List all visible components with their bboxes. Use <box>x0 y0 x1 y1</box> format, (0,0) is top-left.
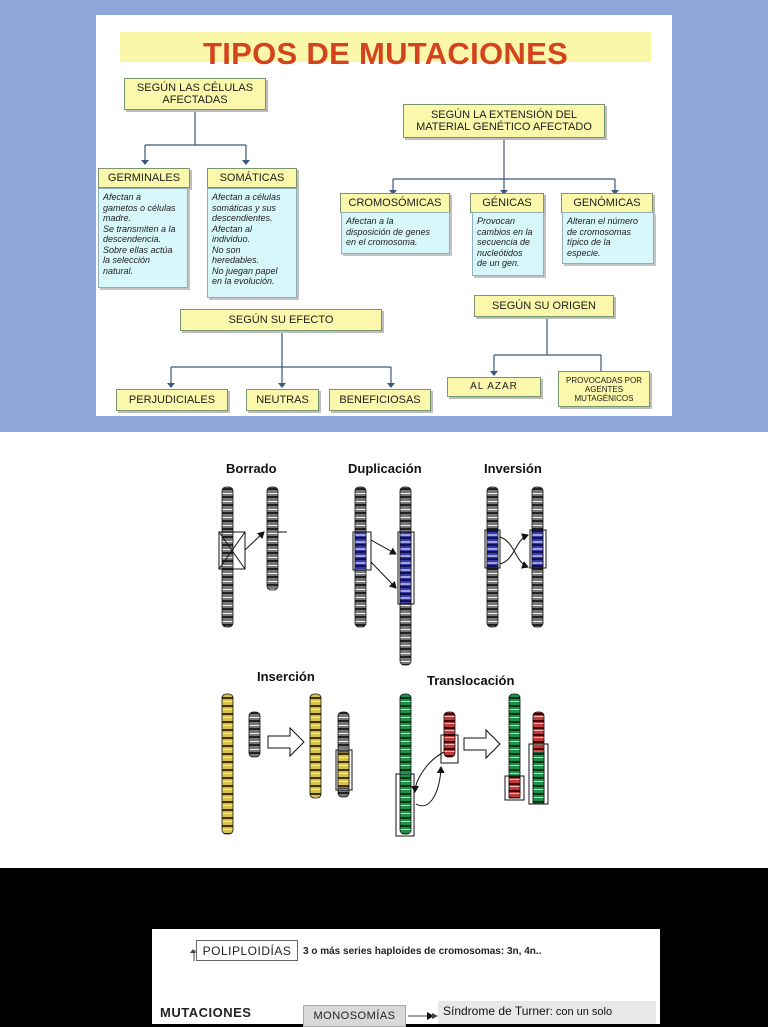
chromosome-segment <box>508 776 521 799</box>
label-duplicacion: Duplicación <box>348 461 422 476</box>
azar-node: AL AZAR <box>447 377 541 397</box>
cromosomicas-description: Afectan a la disposición de genes en el … <box>341 212 450 254</box>
cromosomicas-node: CROMOSÓMICAS <box>340 193 450 213</box>
beneficiosas-node: BENEFICIOSAS <box>329 389 431 411</box>
chromosome <box>248 711 261 758</box>
chromosome-mutations-slide <box>0 432 768 868</box>
chromosome-segment <box>337 751 350 789</box>
provocadas-node: PROVOCADAS POR AGENTES MUTAGÉNICOS <box>558 371 650 407</box>
label-insercion: Inserción <box>257 669 315 684</box>
somaticas-node: SOMÁTICAS <box>207 168 297 188</box>
by-cells-node: SEGÚN LAS CÉLULAS AFECTADAS <box>124 78 266 110</box>
genicas-description: Provocan cambios en la secuencia de nucl… <box>472 212 544 276</box>
chromosome-segment <box>354 531 367 571</box>
label-translocacion: Translocación <box>427 673 515 688</box>
by-origin-node: SEGÚN SU ORIGEN <box>474 295 614 317</box>
chromosome-segment <box>399 531 412 605</box>
poliploidias-node: POLIPLOIDÍAS <box>196 940 298 961</box>
turner-box <box>438 1001 656 1024</box>
by-extent-node: SEGÚN LA EXTENSIÓN DEL MATERIAL GENÉTICO… <box>403 104 605 138</box>
chromosome <box>309 693 322 799</box>
genicas-node: GÉNICAS <box>470 193 544 213</box>
by-effect-node: SEGÚN SU EFECTO <box>180 309 382 331</box>
label-inversion: Inversión <box>484 461 542 476</box>
perjudiciales-node: PERJUDICIALES <box>116 389 228 411</box>
chromosome-segment <box>486 529 499 569</box>
genomicas-node: GENÓMICAS <box>561 193 653 213</box>
genomicas-description: Alteran el número de cromosomas típico d… <box>562 212 654 264</box>
bottom-connectors <box>190 949 438 1020</box>
chromosome <box>221 693 234 835</box>
chromosome-segment <box>531 529 544 569</box>
somaticas-description: Afectan a células somáticas y sus descen… <box>207 188 297 298</box>
mutaciones-label: MUTACIONES <box>160 1005 252 1020</box>
turner-detail: : con un solo <box>549 1006 613 1018</box>
neutras-node: NEUTRAS <box>246 389 319 411</box>
chromosome-diagrams <box>218 486 549 837</box>
title-highlight-bar <box>120 32 651 62</box>
concept-map-connectors <box>141 109 619 388</box>
germinales-node: GERMINALES <box>98 168 190 188</box>
chromosome-segment <box>532 751 545 805</box>
page-title: TIPOS DE MUTACIONES <box>202 36 569 71</box>
label-borrado: Borrado <box>226 461 277 476</box>
poliploidias-description: 3 o más series haploides de cromosomas: … <box>303 946 542 957</box>
chromosome <box>399 693 412 835</box>
chromosome <box>266 486 279 591</box>
germinales-description: Afectan a gametos o células madre. Se tr… <box>98 188 188 288</box>
monosomias-node: MONOSOMÍAS <box>303 1005 406 1027</box>
turner-description: Síndrome de Turner: con un solo <box>443 1004 612 1018</box>
turner-name: Síndrome de Turner <box>443 1004 550 1018</box>
